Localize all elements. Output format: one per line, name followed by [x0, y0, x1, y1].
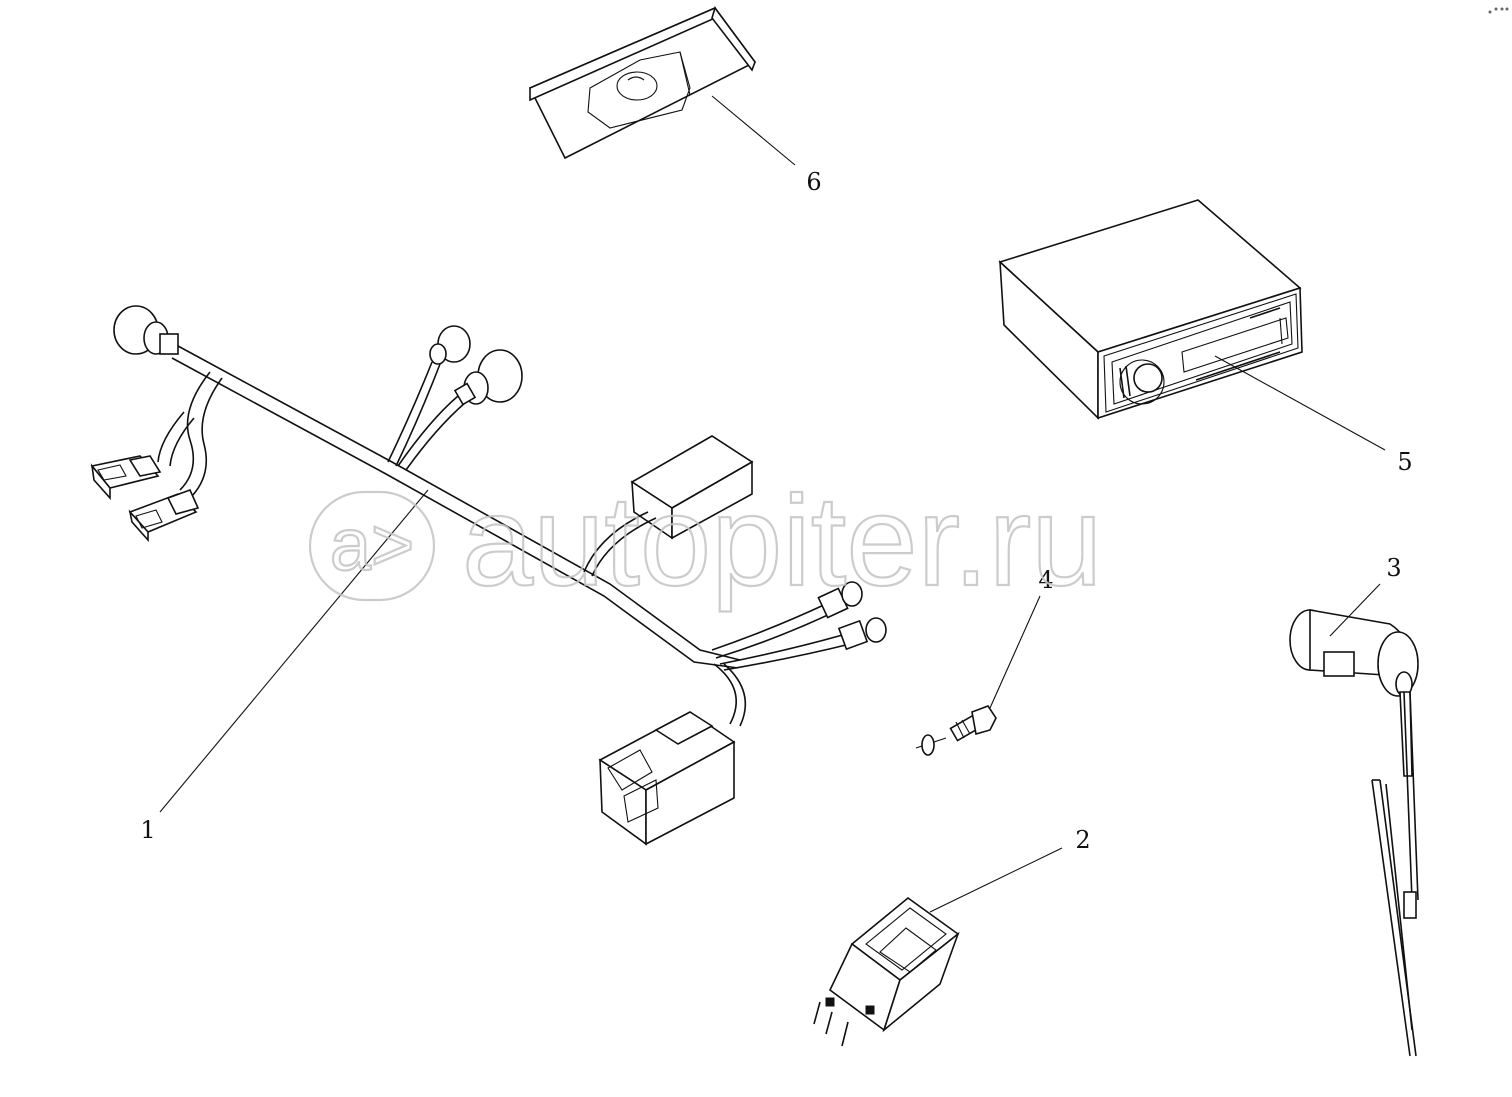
watermark-logo-frame [308, 490, 436, 602]
leader-4 [989, 595, 1041, 709]
watermark-logo: a> [330, 503, 414, 586]
part-label-6: 6 [806, 168, 821, 196]
leader-6 [711, 95, 796, 166]
leader-5 [1214, 355, 1386, 451]
part-2-switch [813, 896, 960, 1047]
watermark-text: autopiter.ru [462, 470, 1102, 613]
part-6-plate [528, 6, 757, 160]
part-label-3: 3 [1386, 554, 1401, 582]
part-3-wiper [1289, 609, 1419, 1057]
part-label-2: 2 [1075, 826, 1090, 854]
watermark: a> autopiter.ru [308, 469, 1104, 614]
leader-2 [929, 847, 1063, 913]
part-4-bolt [915, 705, 997, 756]
part-5-radio [998, 199, 1303, 420]
part-label-1: 1 [140, 816, 155, 844]
part-label-5: 5 [1397, 448, 1412, 476]
part-1-harness [90, 305, 887, 846]
leader-1 [159, 489, 429, 813]
corner-mark [1488, 7, 1509, 14]
leader-3 [1329, 583, 1381, 637]
part-label-4: 4 [1038, 566, 1053, 594]
